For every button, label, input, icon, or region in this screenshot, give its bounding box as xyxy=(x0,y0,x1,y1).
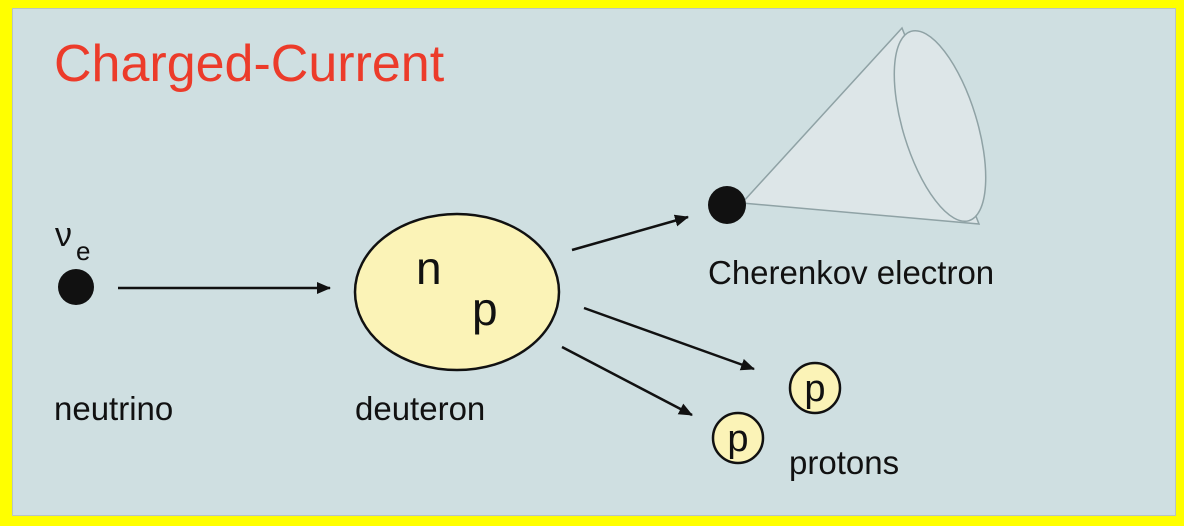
proton-1 xyxy=(788,361,842,415)
electron-dot xyxy=(708,186,746,224)
proton-1-letter: p xyxy=(804,368,825,410)
arrow-to-electron xyxy=(571,214,689,252)
deuteron-proton-letter: p xyxy=(472,283,498,335)
diagram-title: Charged-Current xyxy=(54,35,445,93)
arrow-to-proton-1 xyxy=(583,306,755,371)
deuteron-neutron-letter: n xyxy=(416,242,442,294)
neutrino-dot xyxy=(58,269,94,305)
neutrino-subscript: e xyxy=(76,236,90,266)
deuteron-label: deuteron xyxy=(355,390,486,427)
proton-2 xyxy=(711,411,765,465)
diagram-panel xyxy=(12,8,1176,516)
neutrino-symbol: ν xyxy=(55,216,72,254)
protons-label: protons xyxy=(789,444,900,481)
electron-label: Cherenkov electron xyxy=(708,254,995,291)
neutrino-label: neutrino xyxy=(54,390,174,427)
cherenkov-cone xyxy=(740,26,987,225)
arrow-to-proton-2 xyxy=(561,345,693,417)
proton-2-letter: p xyxy=(727,418,748,460)
deuteron xyxy=(353,212,561,372)
